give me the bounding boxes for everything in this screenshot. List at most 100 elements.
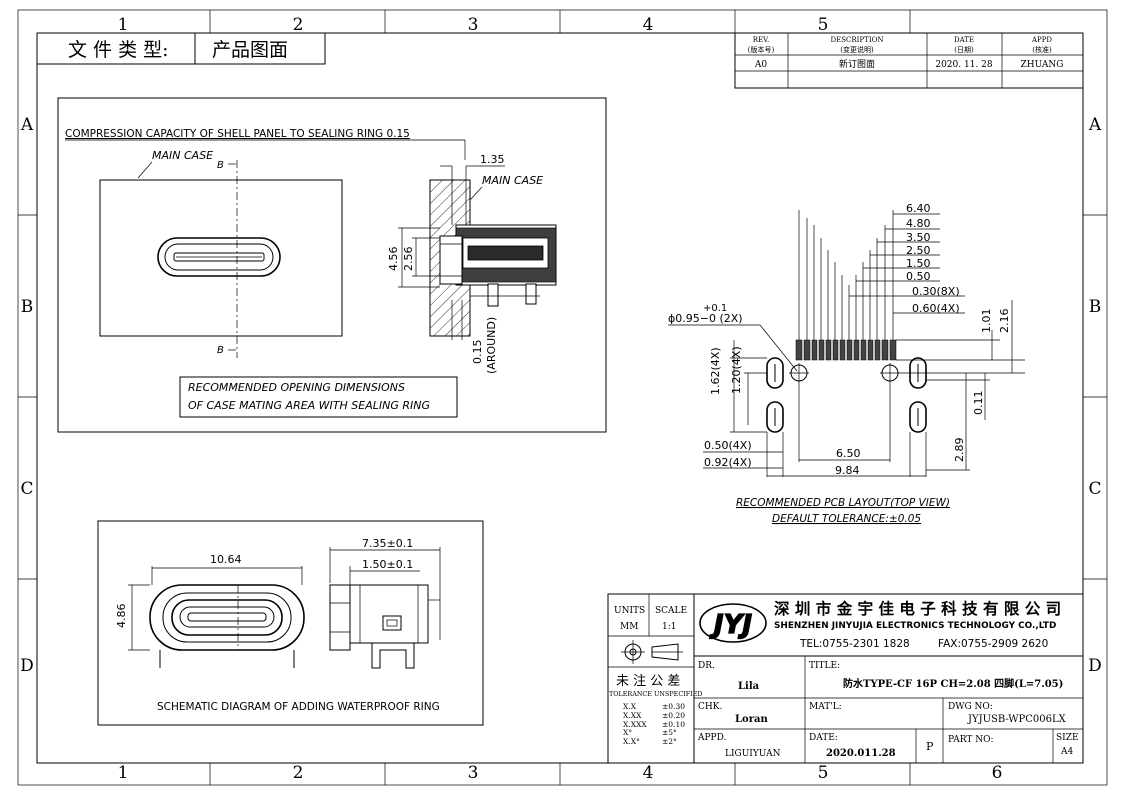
appd-value: LIGUIYUAN — [725, 749, 781, 759]
rev-cell: A0 — [754, 60, 767, 70]
dim-0-11: 0.11 — [972, 391, 985, 416]
date-header-en: DATE — [954, 36, 974, 44]
compression-note: COMPRESSION CAPACITY OF SHELL PANEL TO S… — [65, 128, 410, 140]
part-label: PART NO: — [948, 735, 994, 745]
desc-header-cn: (变更说明) — [840, 45, 874, 54]
pcb-caption: RECOMMENDED PCB LAYOUT(TOP VIEW) — [736, 497, 950, 509]
dr-label: DR. — [698, 661, 715, 671]
zone-col-5: 5 — [818, 763, 829, 783]
title-value: 防水TYPE-CF 16P CH=2.08 四脚(L=7.05) — [843, 677, 1063, 690]
rev-header-cn: (版本号) — [748, 45, 775, 54]
title-block: UNITS MM SCALE 1:1 未 注 公 差 TOLERANCE UNS… — [607, 593, 1084, 764]
appd-header-en: APPD — [1031, 36, 1052, 44]
rev-header-en: REV. — [753, 36, 769, 44]
dim-0-60-4x: 0.60(4X) — [912, 302, 960, 315]
side-section-view: MAIN CASE — [429, 174, 557, 337]
main-case-label-side: MAIN CASE — [482, 174, 543, 187]
scale-value: 1:1 — [662, 622, 676, 632]
matl-label: MAT'L: — [809, 702, 842, 712]
dim-4-86: 4.86 — [115, 604, 128, 629]
dim-2-56: 2.56 — [402, 247, 415, 272]
tol-xx-value: ±0.30 — [662, 702, 685, 711]
dim-1-62-4x: 1.62(4X) — [709, 347, 722, 395]
unspecified-tolerance-en: TOLERANCE UNSPECIFIED — [609, 690, 703, 698]
scale-label: SCALE — [655, 606, 687, 616]
sheet-frame — [17, 9, 1108, 786]
zone-row-c: C — [20, 479, 33, 499]
dim-6-50: 6.50 — [836, 447, 861, 460]
size-value: A4 — [1060, 747, 1073, 757]
dim-0-50-4x: 0.50(4X) — [704, 439, 752, 452]
zone-col-3: 3 — [468, 763, 479, 783]
pcb-layout-view: 6.40 4.80 3.50 2.50 1.50 0.50 0.30(8X) 0… — [668, 202, 1025, 525]
dim-0-50: 0.50 — [906, 270, 931, 283]
dim-1-01: 1.01 — [980, 309, 993, 334]
file-type-box: 文 件 类 型: 产品图面 — [36, 32, 326, 65]
case-front-outline — [99, 179, 343, 337]
dim-6-40: 6.40 — [906, 202, 931, 215]
main-case-label-front: MAIN CASE — [152, 149, 213, 162]
recommendation-note-box — [179, 376, 458, 418]
section-b-top: B — [217, 160, 224, 171]
company-tel: TEL:0755-2301 1828 — [799, 638, 910, 650]
tol-xx-label: X.X — [623, 702, 637, 711]
tol-deg2-value: ±2° — [662, 737, 677, 746]
dwg-value: JYJUSB-WPC006LX — [967, 714, 1067, 725]
dim-0-92-4x: 0.92(4X) — [704, 456, 752, 469]
file-type-value: 产品图面 — [212, 39, 288, 61]
zone-col-2: 2 — [293, 763, 304, 783]
company-name-en: SHENZHEN JINYUJIA ELECTRONICS TECHNOLOGY… — [774, 621, 1056, 631]
desc-header-en: DESCRIPTION — [831, 36, 884, 44]
desc-cell: 新订图面 — [839, 58, 875, 70]
unspecified-tolerance-cn: 未 注 公 差 — [616, 674, 680, 689]
mounting-holes — [789, 363, 900, 383]
units-value: MM — [620, 622, 638, 632]
zone-row-b: B — [21, 297, 34, 317]
zone-col-5-top: 5 — [818, 15, 829, 35]
file-type-label: 文 件 类 型: — [68, 39, 169, 61]
appd-header-cn: (核准) — [1032, 45, 1052, 54]
smt-pad-row — [795, 338, 899, 361]
dim-4-56: 4.56 — [387, 247, 400, 272]
projection-symbol — [621, 640, 683, 664]
dim-1-20-4x: 1.20(4X) — [730, 346, 743, 394]
tol-xxx-label: X.XX — [623, 711, 642, 720]
usbc-opening-outer — [157, 237, 281, 277]
dim-0-15: 0.15 — [471, 340, 484, 365]
dwg-label: DWG NO: — [948, 702, 993, 712]
dim-7-35: 7.35±0.1 — [362, 537, 413, 550]
opening-dimensions-view: COMPRESSION CAPACITY OF SHELL PANEL TO S… — [57, 97, 607, 433]
waterproof-ring-view: 10.64 4.86 7.35±0.1 1.50±0.1 SCHEMATIC — [97, 520, 484, 726]
dim-0-30-8x: 0.30(8X) — [912, 285, 960, 298]
logo-text: JYJ — [709, 610, 753, 640]
company-logo: JYJ — [699, 603, 767, 643]
dim-2-16: 2.16 — [998, 309, 1011, 334]
recommendation-line-1: RECOMMENDED OPENING DIMENSIONS — [188, 381, 405, 394]
dim-around: (AROUND) — [485, 317, 498, 374]
appd-cell: ZHUANG — [1021, 60, 1064, 70]
dim-3-50: 3.50 — [906, 231, 931, 244]
dim-1-50: 1.50±0.1 — [362, 558, 413, 571]
page-mark: P — [926, 740, 934, 753]
zone-col-1-top: 1 — [118, 15, 129, 35]
waterproof-ring-outer — [149, 584, 305, 651]
zone-col-3-top: 3 — [468, 15, 479, 35]
zone-row-a-right: A — [1088, 115, 1102, 135]
revision-table: REV. (版本号) DESCRIPTION (变更说明) DATE (日期) … — [734, 32, 1084, 89]
tol-xxxx-label: X.XXX — [623, 720, 647, 729]
dim-9-84: 9.84 — [835, 464, 860, 477]
dim-1-35: 1.35 — [480, 153, 505, 166]
zone-col-4: 4 — [643, 763, 654, 783]
hole-tolerance: +0.1 — [703, 303, 727, 314]
tol-deg2-label: X.X° — [623, 737, 640, 746]
company-fax: FAX:0755-2909 2620 — [938, 638, 1048, 650]
title-label: TITLE: — [809, 661, 840, 671]
hole-diameter: ϕ0.95−0 (2X) — [668, 312, 743, 325]
date-cell: 2020. 11. 28 — [935, 60, 993, 70]
size-label: SIZE — [1056, 733, 1079, 743]
chk-value: Loran — [735, 714, 768, 725]
tol-xxx-value: ±0.20 — [662, 711, 685, 720]
waterproof-caption: SCHEMATIC DIAGRAM OF ADDING WATERPROOF R… — [157, 701, 440, 713]
